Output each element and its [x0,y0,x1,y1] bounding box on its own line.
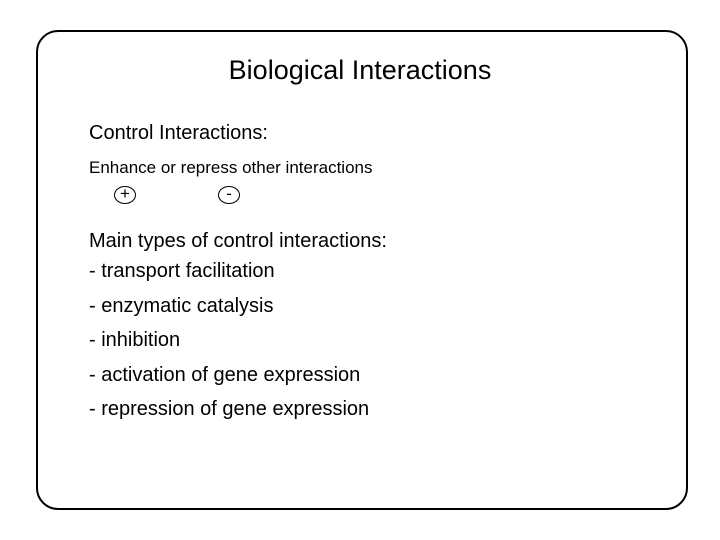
list-item: - inhibition [89,329,181,352]
list-item: - repression of gene expression [89,398,370,421]
control-interactions-heading: Control Interactions: [89,122,268,144]
list-item: - enzymatic catalysis [89,294,274,317]
slide-border-frame [36,30,688,510]
control-interactions-description: Enhance or repress other interactions [89,158,373,177]
plus-sign-icon: + [114,185,136,204]
minus-sign-icon: - [218,185,240,204]
list-item: - transport facilitation [89,260,275,282]
interaction-types-list: - transport facilitation - enzymatic cat… [89,257,369,430]
list-item: - activation of gene expression [89,363,361,386]
slide-title: Biological Interactions [228,55,492,85]
main-types-heading: Main types of control interactions: [89,230,387,252]
